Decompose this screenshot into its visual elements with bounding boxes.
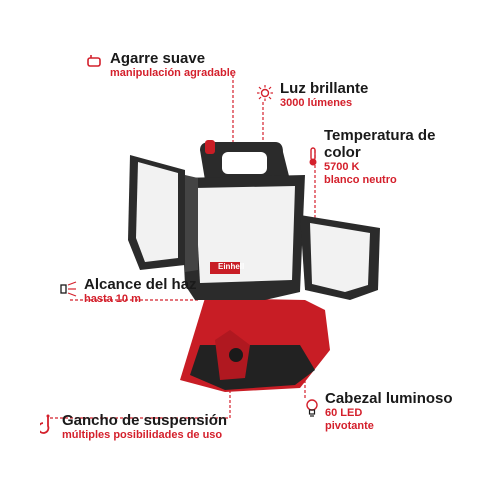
brand-label: Einhell — [218, 262, 245, 271]
feature-beam-range: Alcance del haz hasta 10 m — [60, 276, 197, 306]
feature-subtitle: manipulación agradable — [110, 67, 236, 79]
feature-title: Agarre suave — [110, 50, 206, 67]
feature-subtitle: múltiples posibilidades de uso — [62, 429, 223, 441]
feature-soft-grip: Agarre suave manipulación agradable — [86, 50, 236, 80]
sun-icon — [256, 84, 274, 102]
base-stand — [180, 298, 330, 392]
feature-subtitle-line2: pivotante — [325, 420, 374, 432]
feature-title: Gancho de suspensión — [62, 412, 228, 429]
hand-grip-icon — [86, 53, 104, 71]
feature-subtitle-line2: blanco neutro — [324, 174, 397, 186]
feature-subtitle: 3000 lúmenes — [280, 97, 353, 109]
led-bulb-icon — [305, 398, 319, 418]
left-panel — [128, 155, 198, 272]
right-panel — [300, 215, 380, 300]
beam-range-icon — [60, 281, 78, 297]
thermometer-icon — [307, 147, 319, 167]
feature-subtitle: 5700 K — [324, 161, 360, 173]
feature-title: Cabezal luminoso — [325, 390, 453, 407]
callout-lines — [50, 75, 316, 419]
feature-title: Alcance del haz — [84, 276, 197, 293]
feature-suspension-hook: Gancho de suspensión múltiples posibilid… — [40, 412, 227, 442]
feature-color-temperature: Temperatura de color 5700 K blanco neutr… — [304, 127, 435, 187]
feature-title: Luz brillante — [280, 80, 369, 97]
feature-bright-light: Luz brillante 3000 lúmenes — [256, 80, 368, 110]
feature-title-line2: color — [324, 144, 361, 161]
hook-icon — [40, 414, 56, 436]
feature-subtitle: hasta 10 m — [84, 293, 141, 305]
center-housing — [180, 140, 305, 300]
feature-light-head: Cabezal luminoso 60 LED pivotante — [305, 390, 453, 433]
feature-title: Temperatura de — [324, 127, 436, 144]
feature-subtitle: 60 LED — [325, 407, 363, 419]
